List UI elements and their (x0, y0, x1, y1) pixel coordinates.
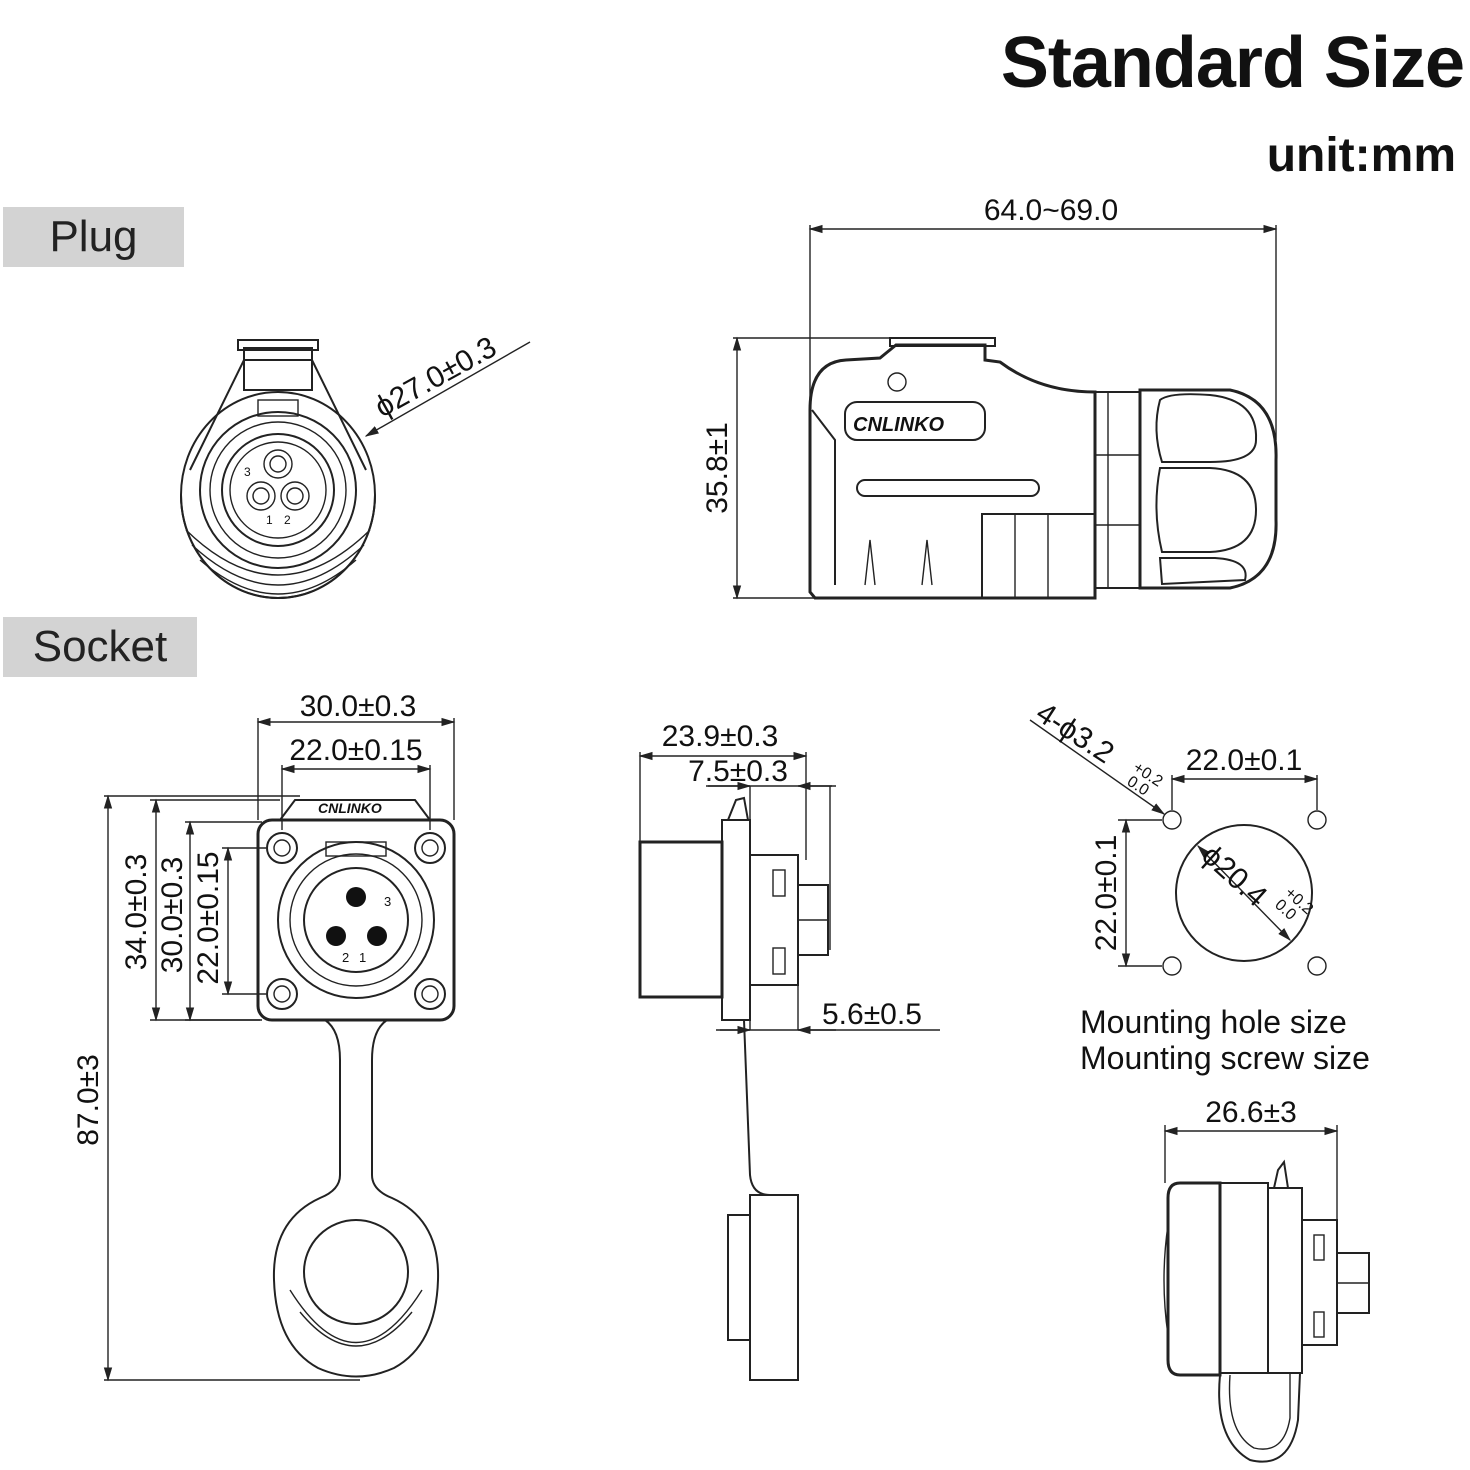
plug-side-view: CNLINKO 64.0~69.0 35.8±1 (701, 194, 1278, 600)
socket-hole-spacing-x-dim: 22.0±0.15 (289, 734, 422, 767)
mounting-hole-pattern: ϕ20.4 +0.2 0.0 4-ϕ3.2 +0.2 0.0 22.0±0.1 … (1029, 696, 1370, 1076)
mounting-holes-dim: 4-ϕ3.2 (1030, 696, 1119, 770)
plug-brand-logo: CNLINKO (853, 414, 945, 436)
socket-brand-logo: CNLINKO (318, 800, 382, 816)
socket-rear-depth-dim: 7.5±0.3 (688, 755, 788, 788)
plug-section-tag: Plug (3, 207, 184, 267)
socket-bottom-view: 26.6±3 (1163, 1096, 1370, 1463)
plug-pin-1-label: 1 (266, 513, 273, 527)
socket-body-height-dim: 30.0±0.3 (156, 857, 189, 974)
mounting-spacing-y-dim: 22.0±0.1 (1090, 835, 1123, 952)
plug-height-dim: 35.8±1 (701, 422, 734, 514)
socket-pin-2-label: 2 (342, 950, 349, 965)
socket-side-view: 23.9±0.3 7.5±0.3 5.6±0.5 (638, 720, 940, 1381)
plug-length-dim: 64.0~69.0 (984, 194, 1118, 227)
page-title: Standard Size (1000, 23, 1465, 103)
mounting-caption-line2: Mounting screw size (1080, 1040, 1370, 1076)
plug-pin-2-label: 2 (284, 513, 291, 527)
socket-total-length-dim: 87.0±3 (72, 1054, 105, 1146)
socket-pin-1-label: 1 (359, 950, 366, 965)
mounting-caption-line1: Mounting hole size (1080, 1004, 1347, 1040)
socket-depth-dim: 23.9±0.3 (662, 720, 779, 753)
socket-flange-width-dim: 30.0±0.3 (300, 690, 417, 723)
socket-bottom-width-dim: 26.6±3 (1205, 1096, 1297, 1129)
socket-pin-3-label: 3 (384, 894, 391, 909)
socket-panel-dim: 5.6±0.5 (822, 998, 922, 1031)
socket-section-tag: Socket (3, 617, 197, 677)
socket-front-view: CNLINKO 3 2 1 30.0±0.3 (72, 690, 456, 1382)
plug-diameter-dim: ϕ27.0±0.3 (369, 331, 502, 425)
unit-label: unit:mm (1266, 129, 1456, 182)
plug-pin-3-label: 3 (244, 465, 251, 479)
plug-front-view: 3 1 2 ϕ27.0±0.3 (180, 331, 531, 599)
mounting-spacing-x-dim: 22.0±0.1 (1186, 744, 1303, 777)
mounting-cutout-dim: ϕ20.4 (1195, 839, 1273, 914)
socket-flange-height-dim: 34.0±0.3 (120, 854, 153, 971)
socket-hole-spacing-y-dim: 22.0±0.15 (192, 851, 225, 984)
